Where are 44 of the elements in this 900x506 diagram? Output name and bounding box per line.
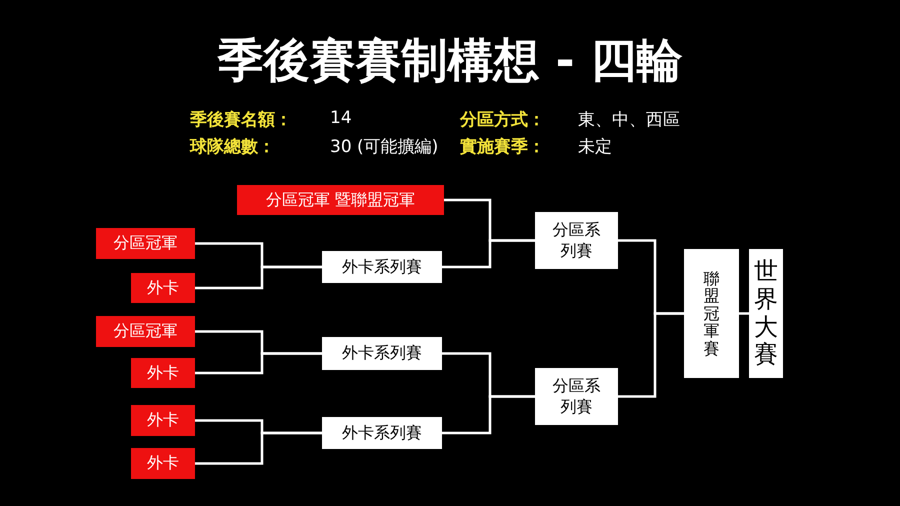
node-label: 外卡 (147, 410, 179, 431)
info-key: 季後賽名額： (190, 108, 292, 131)
team-box (96, 316, 195, 347)
node-label: 聯盟冠軍賽 (704, 270, 720, 358)
bracket-line (195, 266, 322, 290)
node-label: 分區系列賽 (552, 376, 602, 418)
team-box (131, 448, 195, 479)
node-label: 外卡 (147, 362, 179, 384)
info-key: 球隊總數： (190, 135, 275, 158)
team-box (96, 228, 195, 259)
info-value: 東、中、西區 (578, 109, 680, 131)
node-label: 外卡 (147, 278, 179, 298)
info-key: 實施賽季： (460, 135, 545, 158)
node-label: 外卡 (147, 453, 179, 474)
bracket-line (195, 432, 322, 465)
bracket-line (618, 312, 684, 398)
node-label: 分區系列賽 (552, 220, 602, 262)
series-box (749, 249, 783, 378)
info-value: 未定 (578, 136, 612, 158)
info-value: 30 (可能擴編) (330, 136, 438, 158)
series-box (322, 337, 442, 370)
node-label: 外卡系列賽 (342, 422, 422, 444)
node-label: 分區冠軍 暨聯盟冠軍 (266, 190, 416, 210)
node-label: 分區冠軍 (114, 321, 178, 342)
title: 季後賽賽制構想 - 四輪 (216, 32, 684, 89)
info-value: 14 (330, 108, 352, 128)
bracket-line (442, 395, 535, 434)
team-box (237, 185, 444, 215)
info-key: 分區方式： (460, 108, 545, 131)
node-label: 外卡系列賽 (342, 343, 422, 364)
series-box (535, 212, 618, 269)
bracket-line (739, 312, 749, 315)
team-box (131, 358, 195, 388)
team-box (131, 273, 195, 303)
node-label: 世界大賽 (754, 258, 778, 369)
series-box (535, 368, 618, 425)
series-box (322, 417, 442, 449)
series-box (322, 251, 442, 283)
team-box (131, 405, 195, 436)
series-box (684, 249, 739, 378)
bracket-line (195, 352, 322, 374)
node-label: 外卡系列賽 (342, 256, 422, 278)
node-label: 分區冠軍 (114, 233, 178, 254)
bracket-line (442, 239, 535, 268)
